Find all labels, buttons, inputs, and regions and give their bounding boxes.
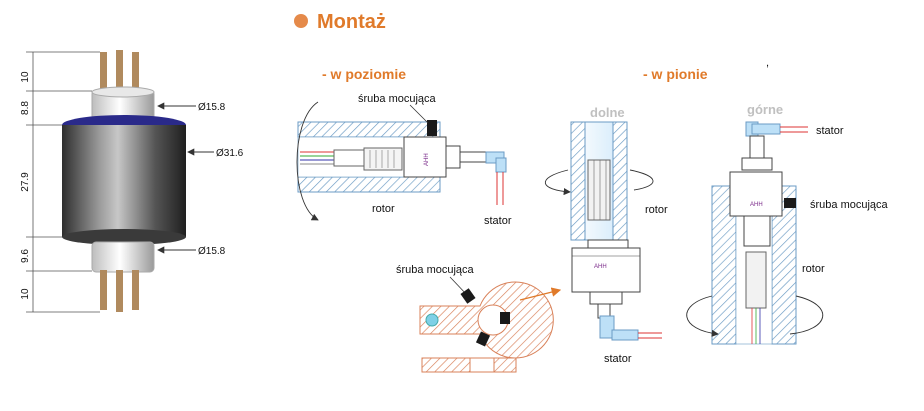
top-brand-mark: AHH bbox=[750, 202, 763, 208]
flange-screw-label: śruba mocująca bbox=[396, 264, 475, 276]
flange-screw bbox=[475, 331, 491, 347]
dim-l3: 27.9 bbox=[20, 172, 31, 192]
section-title: Montaż bbox=[294, 11, 386, 33]
brand-mark: AHH bbox=[424, 153, 430, 166]
mounting-screw bbox=[427, 120, 437, 136]
dim-d1: Ø15.8 bbox=[198, 102, 226, 113]
horizontal-assembly: AHH śruba mocująca rotor stator bbox=[296, 93, 512, 227]
top-mount-assembly: stator AHH śruba mocująca rotor bbox=[686, 121, 889, 345]
flange-detail: śruba mocująca bbox=[396, 264, 562, 373]
bottom-connector bbox=[587, 159, 611, 221]
top-housing-left bbox=[711, 185, 737, 345]
housing-bottom-wall bbox=[297, 176, 441, 193]
main-body bbox=[62, 125, 186, 237]
bottom-pin bbox=[116, 270, 123, 312]
bottom-pin bbox=[132, 270, 139, 310]
bottom-slip-ring bbox=[571, 247, 641, 293]
top-slip-ring bbox=[729, 171, 783, 217]
horizontal-stator-label: stator bbox=[484, 215, 512, 227]
horizontal-screw-label: śruba mocująca bbox=[358, 93, 437, 105]
flange-hole bbox=[425, 313, 439, 327]
flange-screw bbox=[460, 288, 476, 304]
top-screw-label: śruba mocująca bbox=[810, 199, 889, 211]
dim-l4: 9.6 bbox=[20, 249, 31, 263]
horizontal-heading: - w poziomie bbox=[322, 66, 406, 82]
wire-connector bbox=[333, 149, 365, 167]
flange-screw bbox=[500, 312, 510, 324]
dim-d2: Ø31.6 bbox=[216, 148, 244, 159]
product-drawing: 10 8.8 27.9 9.6 10 Ø15.8 Ø31.6 Ø15.8 bbox=[20, 50, 244, 313]
bottom-rotor-label: rotor bbox=[645, 204, 668, 216]
dim-d3: Ø15.8 bbox=[198, 246, 226, 257]
top-rotor-label: rotor bbox=[802, 263, 825, 275]
bottom-stator-label: stator bbox=[604, 353, 632, 365]
top-connector bbox=[745, 251, 767, 309]
top-mounting-screw bbox=[784, 198, 796, 208]
top-stator-label: stator bbox=[816, 125, 844, 137]
horizontal-rotor-label: rotor bbox=[372, 203, 395, 215]
stray-mark: , bbox=[766, 57, 769, 69]
bottom-mount-heading: dolne bbox=[590, 105, 625, 120]
vertical-heading: - w pionie bbox=[643, 66, 708, 82]
bottom-mount-assembly: rotor AHH stator bbox=[544, 121, 668, 365]
dim-l1: 10 bbox=[20, 71, 31, 83]
top-mount-heading: górne bbox=[747, 102, 783, 117]
rotation-arrow-icon bbox=[544, 169, 571, 196]
bottom-pin bbox=[100, 270, 107, 310]
top-pin bbox=[100, 52, 107, 102]
rotation-arrow-icon bbox=[686, 295, 719, 337]
bottom-brand-mark: AHH bbox=[594, 264, 607, 270]
dim-l5: 10 bbox=[20, 288, 31, 300]
flange-arrow-icon bbox=[519, 287, 562, 301]
housing-top-wall bbox=[297, 121, 441, 138]
top-pin bbox=[116, 50, 123, 102]
bullet-icon bbox=[294, 14, 308, 28]
flange-side-view bbox=[421, 357, 517, 373]
dim-l2: 8.8 bbox=[20, 101, 31, 115]
top-pin bbox=[132, 52, 139, 102]
slip-ring-body bbox=[403, 136, 447, 178]
rotation-arrow-icon bbox=[296, 101, 319, 221]
bottom-cap bbox=[91, 241, 155, 273]
page-title: Montaż bbox=[317, 11, 386, 33]
